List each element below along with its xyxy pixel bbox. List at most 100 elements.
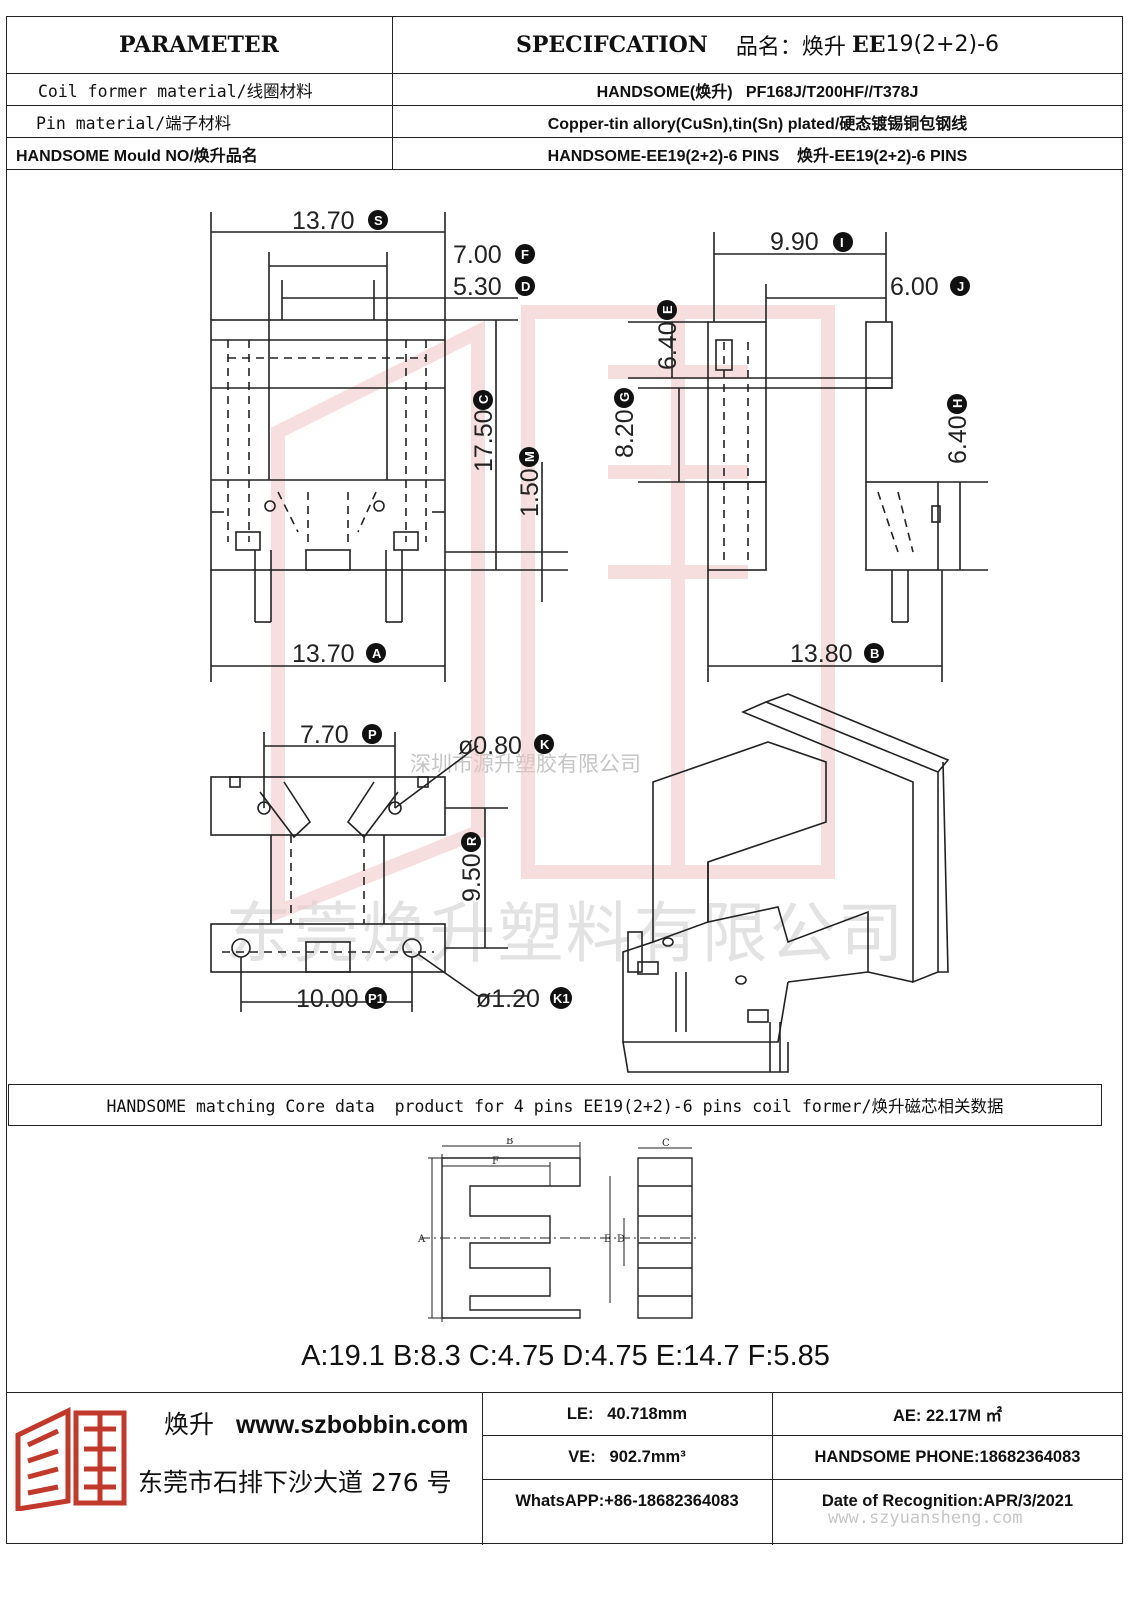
spec-label: SPECIFCATION xyxy=(515,31,708,58)
dim-tag-p: P xyxy=(368,727,377,742)
footer-brand: 焕升 www.szbobbin.com xyxy=(164,1405,468,1441)
dim-tag-g: G xyxy=(617,392,632,402)
core-label-e: E xyxy=(604,1234,611,1245)
footer-divider-2 xyxy=(772,1393,773,1545)
dim-9-90-i: 9.90 xyxy=(770,228,819,256)
tag-circle-icon xyxy=(473,390,493,410)
dim-1-50-m: 1.50 xyxy=(516,468,544,517)
dim-tag-f: F xyxy=(521,247,529,262)
dim-tag-i: I xyxy=(840,235,844,250)
param-row-mould: HANDSOME Mould NO/焕升品名 HANDSOME-EE19(2+2… xyxy=(6,138,1123,170)
tag-circle-icon xyxy=(614,388,634,408)
tag-circle-icon xyxy=(515,244,535,264)
dim-tag-d: D xyxy=(521,279,530,294)
core-dimensions: A:19.1 B:8.3 C:4.75 D:4.75 E:14.7 F:5.85 xyxy=(301,1340,830,1372)
footer-row-line-2 xyxy=(482,1479,1123,1480)
product-code-bold: EE xyxy=(851,31,886,58)
dim-tag-h: H xyxy=(950,399,965,408)
dim-tag-k: K xyxy=(540,737,550,752)
core-drawing: B F C A E D xyxy=(417,1138,700,1322)
tag-circle-icon xyxy=(657,300,677,320)
watermark-logo-icon xyxy=(271,305,835,923)
ae-value: AE: 22.17M ㎡ xyxy=(892,1407,1003,1425)
dim-tag-j: J xyxy=(957,279,964,294)
dim-17-50-c: 17.50 xyxy=(470,409,498,472)
whatsapp-value: WhatsAPP:+86-18682364083 xyxy=(515,1491,739,1510)
dim-tag-k1: K1 xyxy=(553,991,570,1006)
param-value: HANDSOME(焕升) PF168J/T200HF//T378J xyxy=(596,83,919,101)
param-label: HANDSOME Mould NO/焕升品名 xyxy=(16,147,258,165)
footer-row-line-1 xyxy=(482,1435,1123,1436)
front-view xyxy=(210,212,568,682)
phone-value: HANDSOME PHONE:18682364083 xyxy=(814,1447,1081,1466)
tag-circle-icon xyxy=(950,276,970,296)
dim-tag-m: M xyxy=(522,451,537,462)
core-label-b: B xyxy=(506,1138,513,1147)
param-label: Pin material/端子材料 xyxy=(36,113,232,133)
product-label: 品名：焕升 xyxy=(735,34,846,60)
param-value: HANDSOME-EE19(2+2)-6 PINS 焕升-EE19(2+2)-6… xyxy=(547,147,968,165)
dim-9-50-r: 9.50 xyxy=(458,853,486,902)
dim-7-00-f: 7.00 xyxy=(453,241,502,269)
dim-tag-r: R xyxy=(464,836,479,846)
ve-value: VE: 902.7mm³ xyxy=(568,1447,686,1466)
tag-circle-icon xyxy=(864,643,884,663)
parameter-heading: PARAMETER xyxy=(119,31,279,58)
spec-sheet-frame xyxy=(6,16,1123,1544)
brand-name: 焕升 xyxy=(164,1410,215,1439)
dim-6-40-h: 6.40 xyxy=(944,415,972,464)
watermark-site: www.szyuansheng.com xyxy=(828,1508,1023,1528)
core-label-a: A xyxy=(417,1234,426,1245)
core-label-c: C xyxy=(662,1138,670,1149)
website-link[interactable]: www.szbobbin.com xyxy=(235,1411,469,1439)
dim-0-80-k: ø0.80 xyxy=(458,732,522,760)
side-view xyxy=(628,232,988,682)
coil-former-drawing: 13.70 S 7.00 F 5.30 D 17.50 C 1.50 M 13.… xyxy=(210,207,988,1073)
bottom-view xyxy=(210,732,528,1012)
dim-6-00-j: 6.00 xyxy=(890,273,939,301)
le-value: LE: 40.718mm xyxy=(566,1404,688,1423)
footer-divider-1 xyxy=(482,1393,483,1545)
tag-circle-icon xyxy=(550,987,572,1009)
header-divider xyxy=(392,16,393,170)
dim-1-20-k1: ø1.20 xyxy=(476,985,540,1013)
dim-10-00-p1: 10.00 xyxy=(296,985,359,1013)
dim-13-70-s: 13.70 xyxy=(292,207,355,235)
tag-circle-icon xyxy=(461,832,481,852)
tag-circle-icon xyxy=(362,724,382,744)
tag-circle-icon xyxy=(534,734,554,754)
param-label: Coil former material/线圈材料 xyxy=(38,81,313,101)
core-label-d: D xyxy=(617,1234,625,1245)
dim-tag-s: S xyxy=(374,213,383,228)
dim-7-70-p: 7.70 xyxy=(300,721,349,749)
tag-circle-icon xyxy=(515,276,535,296)
footer-table: 焕升 www.szbobbin.com 东莞市石排下沙大道 276 号 LE: … xyxy=(6,1392,1123,1545)
dim-tag-b: B xyxy=(870,646,879,661)
watermark-company-large: 东莞焕升塑料有限公司 xyxy=(225,895,906,972)
dim-tag-a: A xyxy=(372,646,382,661)
tag-circle-icon xyxy=(833,232,853,252)
dim-13-70-a: 13.70 xyxy=(292,640,355,668)
dim-tag-p1: P1 xyxy=(368,991,384,1006)
dim-tag-e: E xyxy=(660,305,675,314)
company-logo-icon xyxy=(15,1407,127,1511)
tag-circle-icon xyxy=(366,643,386,663)
param-row-pin: Pin material/端子材料 Copper-tin allory(CuSn… xyxy=(6,106,1123,138)
tag-circle-icon xyxy=(519,447,539,467)
footer-address: 东莞市石排下沙大道 276 号 xyxy=(138,1468,452,1497)
dim-13-80-b: 13.80 xyxy=(790,640,853,668)
dim-tag-c: C xyxy=(476,394,491,404)
isometric-view xyxy=(622,693,950,1073)
tag-circle-icon xyxy=(368,210,388,230)
core-data-band: HANDSOME matching Core data product for … xyxy=(8,1084,1102,1126)
tag-circle-icon xyxy=(947,394,967,414)
product-code-rest: 19(2+2)-6 xyxy=(885,32,1000,57)
param-row-coil: Coil former material/线圈材料 HANDSOME(焕升) P… xyxy=(6,74,1123,106)
dim-6-40-e: 6.40 xyxy=(654,321,682,370)
dim-5-30-d: 5.30 xyxy=(453,273,502,301)
dim-8-20-g: 8.20 xyxy=(611,409,639,458)
param-value: Copper-tin allory(CuSn),tin(Sn) plated/硬… xyxy=(547,115,968,133)
date-value: Date of Recognition:APR/3/2021 xyxy=(821,1491,1074,1510)
